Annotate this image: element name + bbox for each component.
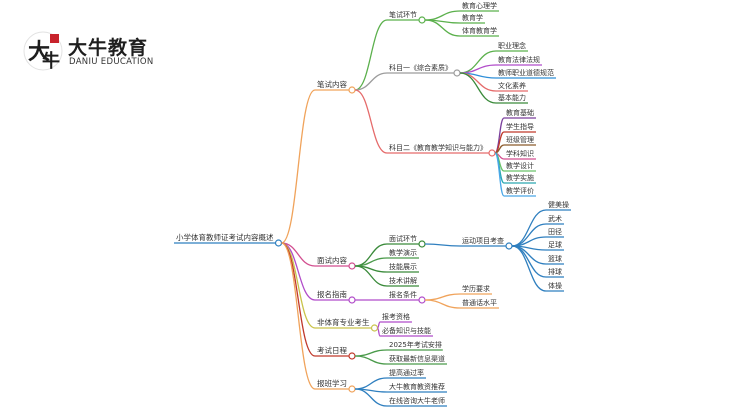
sport-5: 排球 [548,267,562,276]
topic-0-0-collapse-handle[interactable] [418,16,426,24]
leaf-0-1-4: 基本能力 [498,93,526,102]
branch-5: 报班学习 [317,378,347,388]
sub-connector-1-3 [354,265,388,287]
svg-text:大: 大 [28,39,50,65]
topic-2-0: 报名条件 [389,290,417,299]
leaf-0-1-3: 文化素养 [498,81,526,90]
leaf-connector-2-0-0 [424,293,461,301]
branch-connector-5 [281,242,316,390]
sub-connector-4-1 [354,355,388,365]
sub-connector-0-0 [354,19,388,91]
branch-connector-2 [281,242,316,301]
leaf-0-2-3: 学科知识 [506,149,534,158]
sport-3: 足球 [548,240,562,249]
leaf-connector-0-2-6 [494,152,505,197]
leaf-0-1-1: 教育法律法规 [498,55,540,64]
sub-connector-0-1 [354,72,388,91]
leaf-0-2-6: 教学评价 [506,186,534,195]
leaf-0-0-0: 教育心理学 [462,1,497,10]
sub-connector-5-0 [354,377,388,390]
leaf-1-0-0-collapse-handle[interactable] [505,242,513,250]
branch-5-collapse-handle[interactable] [348,385,356,393]
leaf-0-2-1: 学生指导 [506,122,534,131]
branch-connector-4 [281,242,316,357]
sport-4: 篮球 [548,254,562,263]
root-topic: 小学体育教师证考试内容概述 [176,232,274,242]
branch-connector-0 [281,89,316,244]
leaf-connector-0-1-4 [459,72,497,104]
leaf-connector-1-0-0 [424,243,461,247]
leaf-2-0-0: 学历要求 [462,284,490,293]
leaf-0-1-2: 教师职业道德规范 [498,68,554,77]
leaf-connector-2-0-1 [424,299,461,309]
branch-1: 面试内容 [317,255,347,265]
sport-2: 田径 [548,227,562,236]
sport-connector-0 [511,209,547,247]
sub-connector-3-0 [377,321,381,329]
topic-0-2: 科目二《教育教学知识与能力》 [389,143,487,152]
leaf-0-1-0: 职业理念 [498,41,526,50]
leaf-0-2-2: 班级管理 [506,135,534,144]
branch-2-collapse-handle[interactable] [348,296,356,304]
sport-0: 健美操 [548,200,569,209]
topic-1-1: 教学演示 [389,248,417,257]
topic-4-0: 2025年考试安排 [389,340,442,349]
leaf-0-0-1: 教育学 [462,13,483,22]
sub-connector-4-0 [354,349,388,357]
branch-2: 报名指南 [317,289,347,299]
brand-name-cn: 大牛教育 [68,37,149,59]
topic-5-1: 大牛教育教资推荐 [389,382,445,391]
sport-6: 体操 [548,281,562,290]
leaf-2-0-1: 普通话水平 [462,298,497,307]
topic-5-0: 提高通过率 [389,368,424,377]
topic-3-1: 必备知识与技能 [382,326,431,335]
branch-3: 非体育专业考生 [317,317,370,327]
sub-connector-3-1 [376,327,381,337]
topic-1-2: 技能展示 [389,262,417,271]
leaf-1-0-0: 运动项目考查 [462,236,504,245]
branch-4: 考试日程 [317,345,347,355]
leaf-connector-0-0-2 [424,19,461,37]
sub-connector-0-2 [354,89,388,154]
topic-3-0: 报考资格 [382,312,410,321]
branch-1-collapse-handle[interactable] [348,262,356,270]
sport-connector-5 [511,245,547,278]
leaf-0-2-0: 教育基础 [506,108,534,117]
leaf-connector-0-0-0 [424,10,461,21]
topic-0-0: 笔试环节 [389,10,417,19]
topic-5-2: 在线咨询大牛老师 [389,396,445,405]
topic-1-0: 面试环节 [389,234,417,243]
branch-4-collapse-handle[interactable] [348,352,356,360]
branch-3-collapse-handle[interactable] [370,324,379,332]
sport-1: 武术 [548,214,562,223]
topic-1-3: 技术讲解 [389,276,417,285]
topic-0-1-collapse-handle[interactable] [453,69,461,77]
daniu-logo-icon: 大 牛 [23,31,63,72]
brand-name-en: DANIU EDUCATION [69,57,154,67]
leaf-0-0-2: 体育教育学 [462,26,497,35]
leaf-0-2-5: 教学实施 [506,173,534,182]
topic-0-1: 科目一《综合素质》 [389,63,452,72]
svg-text:牛: 牛 [42,50,60,72]
topic-2-0-collapse-handle[interactable] [418,296,426,304]
branch-0-collapse-handle[interactable] [348,86,356,94]
sport-connector-6 [511,245,547,292]
sub-connector-5-2 [354,388,388,407]
topic-0-2-collapse-handle[interactable] [488,149,496,157]
root-collapse-handle[interactable] [274,239,283,247]
brand-logo: 大 牛 大牛教育 DANIU EDUCATION [22,30,172,74]
branch-0: 笔试内容 [317,79,347,89]
leaf-0-2-4: 教学设计 [506,161,534,170]
topic-1-0-collapse-handle[interactable] [418,240,426,248]
topic-4-1: 获取最新信息渠道 [389,354,445,363]
